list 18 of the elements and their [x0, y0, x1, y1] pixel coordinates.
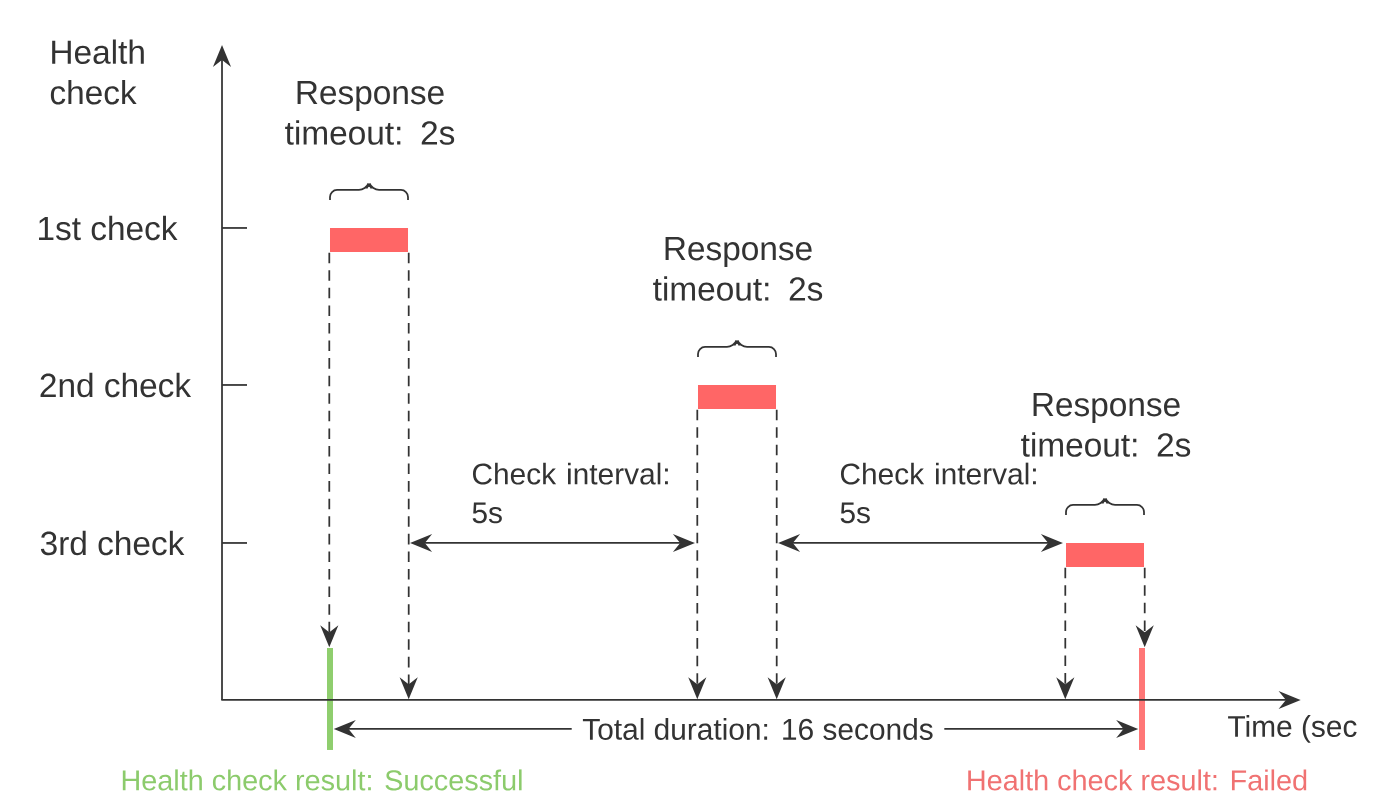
dimension-label: Check interval: 5s [472, 462, 668, 524]
timeout-bar [1066, 543, 1144, 567]
marker-bar [327, 648, 333, 750]
node-label: Response timeout: 2s [653, 237, 823, 301]
tick-label: 1st check [39, 215, 178, 241]
node-label: Response timeout: 2s [1021, 393, 1191, 457]
tick-label: 3rd check [40, 530, 185, 556]
timeout-bar [698, 385, 776, 409]
timeout-bar [330, 228, 408, 252]
edge-label: Total duration: 16 seconds [571, 714, 945, 744]
axis-title: Health check [50, 39, 144, 105]
dimension-label: Check interval: 5s [840, 462, 1036, 524]
axis-title: Time (sec [1228, 715, 1357, 743]
node-label: Response timeout: 2s [285, 81, 455, 145]
tick-label: 2nd check [40, 372, 192, 398]
result-label: Health check result: Failed [968, 769, 1307, 791]
marker-bar [1139, 648, 1145, 750]
result-label: Health check result: Successful [122, 769, 522, 791]
